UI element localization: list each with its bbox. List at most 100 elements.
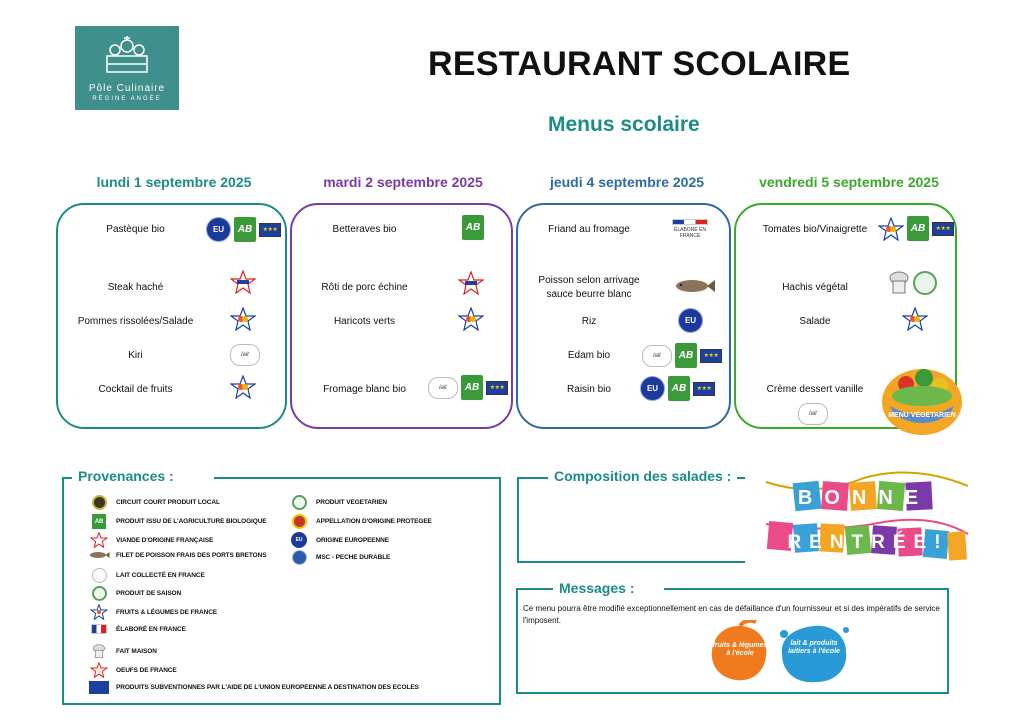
menu-item: Raisin bio bbox=[567, 384, 611, 395]
legend-item: AB PRODUIT ISSU DE L'AGRICULTURE BIOLOGI… bbox=[88, 514, 267, 529]
eu-organic-icon: EU bbox=[678, 308, 703, 333]
fruits-legumes-france-icon bbox=[90, 604, 108, 620]
elabore-france-icon: ÉLABORÉ EN FRANCE bbox=[670, 219, 710, 243]
banner-word2: RENTRÉE! bbox=[787, 531, 948, 553]
menu-item: Tomates bio/Vinaigrette bbox=[762, 224, 868, 235]
legend-item: APPELLATION D'ORIGINE PROTEGEE bbox=[288, 514, 432, 529]
eu-flag-icon: ★★★ bbox=[700, 348, 722, 363]
saison-icon bbox=[91, 586, 107, 601]
vegetable-bowl-icon bbox=[882, 369, 962, 435]
menu-item-icons: EU AB ★★★ bbox=[206, 217, 281, 242]
menu-item: Steak haché bbox=[107, 282, 164, 293]
eu-flag-icon: ★★★ bbox=[693, 381, 715, 396]
legend-item: PRODUITS SUBVENTIONNES PAR L'AIDE DE L'U… bbox=[88, 681, 419, 694]
menu-item: Kiri bbox=[128, 350, 143, 361]
menu-item: Pommes rissolées/Salade bbox=[77, 316, 194, 327]
menu-item: Betteraves bio bbox=[332, 224, 397, 235]
page-subtitle: Menus scolaire bbox=[548, 113, 700, 136]
menu-card-tuesday: Betteraves bio AB Rôti de porc échine Ha… bbox=[290, 203, 513, 429]
menu-item: Haricots verts bbox=[333, 316, 396, 327]
menu-item: Cocktail de fruits bbox=[98, 384, 173, 395]
eu-flag-icon: ★★★ bbox=[486, 380, 508, 395]
logo-name: Pôle Culinaire bbox=[88, 83, 166, 94]
msc-icon bbox=[291, 550, 307, 565]
page-title: RESTAURANT SCOLAIRE bbox=[428, 45, 851, 83]
banner-word1: BONNE bbox=[798, 487, 930, 509]
logo-subname: RÉGINE ANGÉE bbox=[92, 96, 162, 102]
lait-france-icon bbox=[91, 568, 107, 583]
lait-france-icon: lait bbox=[642, 344, 672, 367]
legend-item: LAIT COLLECTÉ EN FRANCE bbox=[88, 568, 205, 583]
fish-icon bbox=[90, 552, 110, 558]
viande-francaise-icon bbox=[230, 270, 256, 294]
viande-francaise-icon bbox=[90, 532, 108, 548]
fruits-legumes-france-icon bbox=[230, 375, 256, 399]
menu-item-icons: EU AB ★★★ bbox=[640, 376, 715, 401]
menu-item: Pastèque bio bbox=[106, 224, 165, 235]
menu-item: Poisson selon arrivage bbox=[538, 275, 640, 286]
day-title-monday: lundi 1 septembre 2025 bbox=[96, 174, 252, 190]
aop-icon bbox=[291, 514, 307, 529]
lait-ecole-label: lait & produits laitiers à l'école bbox=[788, 640, 840, 655]
legend-item: MSC - PECHE DURABLE bbox=[288, 550, 390, 565]
elabore-france-icon bbox=[91, 624, 107, 634]
eu-flag-icon bbox=[89, 681, 109, 694]
ab-label-icon: AB bbox=[462, 215, 484, 240]
salades-title: Composition des salades : bbox=[548, 468, 738, 484]
oeufs-france-icon bbox=[90, 662, 108, 678]
legend-item: EU ORIGINE EUROPEENNE bbox=[288, 532, 389, 548]
pole-culinaire-logo: Pôle Culinaire RÉGINE ANGÉE bbox=[75, 26, 179, 110]
day-title-thursday: jeudi 4 septembre 2025 bbox=[549, 174, 705, 190]
menu-vegetarien-label: MENU VÉGÉTARIEN bbox=[888, 412, 956, 419]
menu-vegetarien-badge: MENU VÉGÉTARIEN bbox=[880, 362, 964, 436]
menu-item: Salade bbox=[799, 316, 831, 327]
menu-card-friday: Tomates bio/Vinaigrette AB ★★★ Hachis vé… bbox=[734, 203, 957, 429]
local-circuit-icon bbox=[91, 495, 107, 510]
eu-ab-icon: AB bbox=[675, 343, 697, 368]
menu-item: Riz bbox=[581, 316, 597, 327]
eu-ab-icon: AB bbox=[668, 376, 690, 401]
menu-item-icons bbox=[888, 271, 937, 295]
menu-item: Friand au fromage bbox=[548, 224, 630, 235]
eu-organic-icon: EU bbox=[291, 532, 307, 548]
lait-france-icon: lait bbox=[428, 376, 458, 399]
menu-card-monday: Pastèque bio EU AB ★★★ Steak haché Pomme… bbox=[56, 203, 287, 429]
eu-organic-icon: EU bbox=[640, 376, 665, 401]
legend-item: PRODUIT VEGETARIEN bbox=[288, 495, 387, 510]
ab-label-icon: AB bbox=[92, 514, 106, 529]
menu-item-icons: lait AB ★★★ bbox=[642, 343, 722, 368]
eu-organic-icon: EU bbox=[206, 217, 231, 242]
ab-label-icon: AB bbox=[907, 216, 929, 241]
legend-item: PRODUIT DE SAISON bbox=[88, 586, 181, 601]
messages-text: Ce menu pourra être modifié exceptionnel… bbox=[523, 604, 940, 625]
vegetarian-icon bbox=[291, 495, 307, 510]
salades-panel bbox=[517, 477, 745, 563]
menu-item: Fromage blanc bio bbox=[323, 384, 406, 395]
fruits-legumes-france-icon bbox=[230, 307, 256, 331]
day-title-tuesday: mardi 2 septembre 2025 bbox=[323, 174, 483, 190]
menu-item: Rôti de porc échine bbox=[321, 282, 408, 293]
eu-flag-icon: ★★★ bbox=[259, 222, 281, 237]
legend-item: FRUITS & LÉGUMES DE FRANCE bbox=[88, 604, 217, 620]
legend-item: VIANDE D'ORIGINE FRANÇAISE bbox=[88, 532, 213, 548]
vegetarian-icon bbox=[913, 271, 937, 295]
menu-item-line2: sauce beurre blanc bbox=[546, 289, 632, 300]
ab-label-icon: AB bbox=[461, 375, 483, 400]
legend-item: FILET DE POISSON FRAIS DES PORTS BRETONS bbox=[88, 550, 267, 560]
menu-item: Crème dessert vanille bbox=[766, 384, 864, 395]
legend-item: FAIT MAISON bbox=[88, 644, 157, 659]
fruits-legumes-france-icon bbox=[878, 216, 904, 241]
menu-item: Edam bio bbox=[567, 350, 611, 361]
menu-item-icons: AB ★★★ bbox=[878, 216, 954, 241]
bonne-rentree-banner: BONNE RENTRÉE! bbox=[765, 471, 969, 561]
lait-france-icon: lait bbox=[798, 403, 828, 425]
legend-item: ÉLABORÉ EN FRANCE bbox=[88, 624, 186, 634]
ab-label-icon: AB bbox=[234, 217, 256, 242]
fruits-legumes-france-icon bbox=[902, 307, 928, 331]
legend-item: CIRCUIT COURT PRODUIT LOCAL bbox=[88, 495, 220, 510]
fait-maison-icon bbox=[889, 271, 909, 294]
messages-panel bbox=[516, 588, 949, 694]
fish-icon bbox=[676, 280, 715, 292]
eu-flag-icon: ★★★ bbox=[932, 221, 954, 236]
fait-maison-icon bbox=[93, 644, 105, 659]
